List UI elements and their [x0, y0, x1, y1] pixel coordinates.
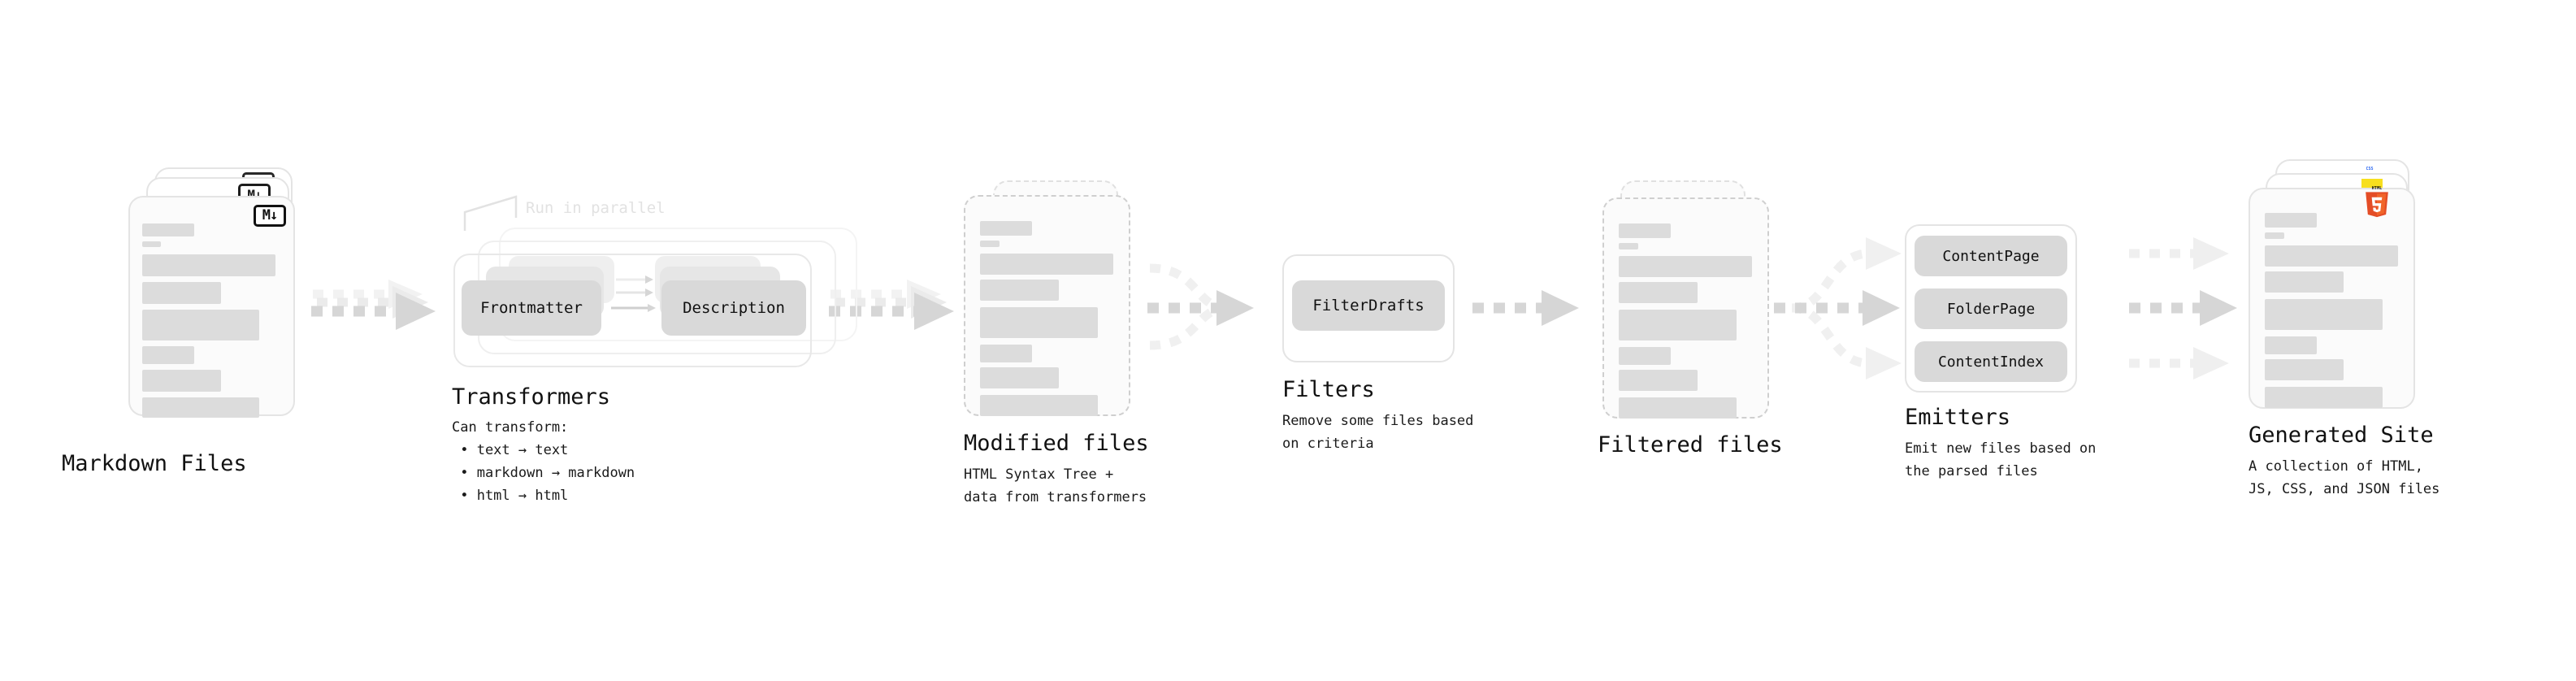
- placeholder-line: [142, 310, 259, 340]
- stage-title-emitters: Emitters: [1905, 405, 2011, 430]
- transformer-panel-front[interactable]: [453, 254, 812, 367]
- svg-text:HTML: HTML: [2372, 186, 2383, 191]
- run-in-parallel-label: Run in parallel: [526, 199, 666, 217]
- placeholder-line: [980, 241, 1000, 247]
- arrow-markdown-to-transformers: [311, 280, 436, 330]
- placeholder-line: [2265, 299, 2383, 330]
- arrow-filtered-to-emitters: [1774, 237, 1902, 380]
- placeholder-line: [1619, 347, 1671, 365]
- emitter-chip-folderpage[interactable]: FolderPage: [1915, 288, 2067, 329]
- placeholder-line: [142, 346, 194, 364]
- stage-subtitle-emitters: Emit new files based on the parsed files: [1905, 440, 2097, 479]
- placeholder-line: [2265, 336, 2317, 354]
- placeholder-line: [2265, 213, 2317, 228]
- placeholder-line: [980, 367, 1059, 388]
- run-in-parallel-bracket: [463, 195, 518, 231]
- placeholder-line: [980, 307, 1098, 338]
- placeholder-line: [142, 397, 259, 418]
- transformer-chip-frontmatter[interactable]: Frontmatter: [462, 280, 601, 336]
- emitter-chip-contentpage[interactable]: ContentPage: [1915, 236, 2067, 276]
- arrow-filters-to-filtered: [1472, 290, 1579, 326]
- placeholder-line: [2265, 245, 2398, 267]
- placeholder-line: [980, 395, 1098, 416]
- arrow-modified-to-filters: [1147, 263, 1254, 350]
- placeholder-line: [142, 223, 194, 236]
- emitter-chip-contentindex[interactable]: ContentIndex: [1915, 341, 2067, 382]
- stage-subtitle-transformers: Can transform: • text → text • markdown …: [452, 419, 635, 504]
- placeholder-line: [142, 241, 161, 247]
- html5-icon: HTML: [2366, 186, 2388, 218]
- placeholder-line: [142, 282, 221, 304]
- stage-subtitle-filters: Remove some files based on criteria: [1282, 413, 1474, 452]
- stage-title-filtered-files: Filtered files: [1598, 432, 1783, 458]
- arrow-emitters-to-site: [2129, 237, 2237, 380]
- markdown-badge: M↓: [254, 205, 286, 227]
- stage-title-transformers: Transformers: [452, 384, 611, 410]
- placeholder-line: [1619, 223, 1671, 238]
- stage-subtitle-generated-site: A collection of HTML, JS, CSS, and JSON …: [2249, 458, 2440, 497]
- placeholder-line: [980, 254, 1113, 275]
- stage-title-generated-site: Generated Site: [2249, 423, 2434, 448]
- stage-title-filters: Filters: [1282, 377, 1375, 402]
- placeholder-line: [980, 345, 1032, 362]
- stage-subtitle-modified-files: HTML Syntax Tree + data from transformer…: [964, 466, 1147, 505]
- placeholder-line: [2265, 232, 2284, 239]
- placeholder-line: [2265, 359, 2344, 380]
- filter-chip-filterdrafts[interactable]: FilterDrafts: [1292, 280, 1445, 331]
- placeholder-line: [1619, 310, 1737, 340]
- placeholder-line: [2265, 271, 2344, 293]
- placeholder-line: [142, 254, 275, 276]
- placeholder-line: [1619, 256, 1752, 277]
- stage-title-modified-files: Modified files: [964, 431, 1149, 456]
- js-icon: [2361, 179, 2383, 190]
- placeholder-line: [1619, 370, 1698, 391]
- stage-title-markdown-files: Markdown Files: [62, 451, 247, 476]
- placeholder-line: [980, 221, 1032, 236]
- placeholder-line: [1619, 397, 1737, 419]
- placeholder-line: [2265, 387, 2383, 408]
- placeholder-line: [1619, 282, 1698, 303]
- transformer-chip-description[interactable]: Description: [661, 280, 806, 336]
- placeholder-line: [142, 370, 221, 392]
- placeholder-line: [980, 280, 1059, 301]
- placeholder-line: [1619, 243, 1638, 249]
